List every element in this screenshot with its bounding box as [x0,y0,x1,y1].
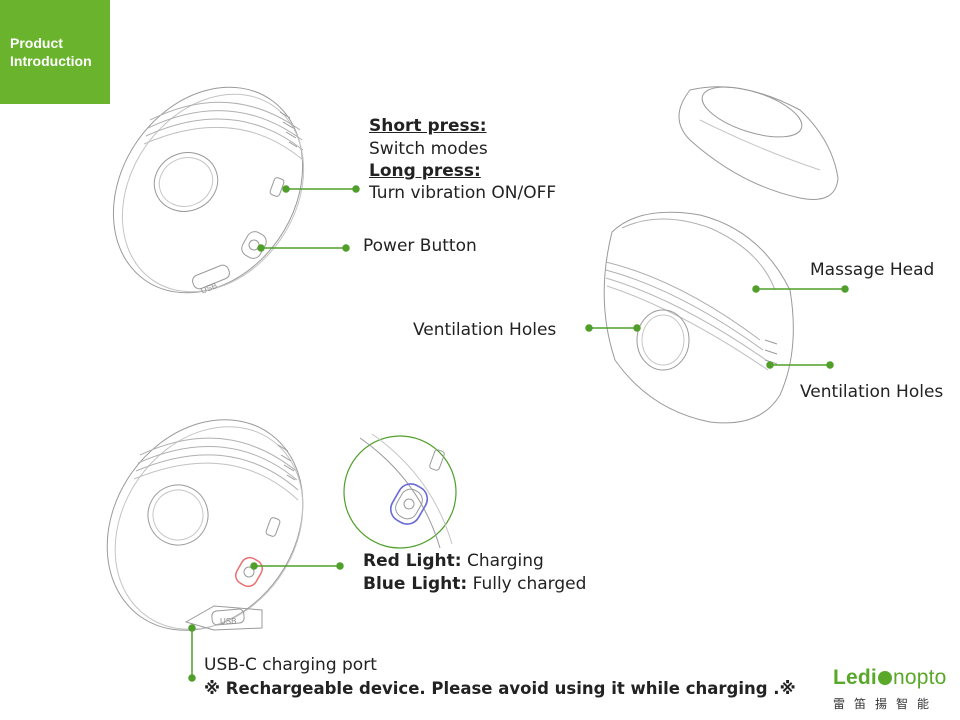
usb-label-device1: USB [200,281,219,296]
zoom-circle-blue-light [343,433,457,549]
brand-logo: Ledi nopto [833,666,947,690]
massage-head-label: Massage Head [810,260,935,280]
red-light-title: Red Light: [363,551,462,571]
red-indicator-light [235,556,263,588]
ventilation-holes-right-label: Ventilation Holes [800,382,944,402]
massage-head-detached [678,86,839,200]
logo-part1: Ledi [833,666,877,689]
power-button-label: Power Button [363,236,477,256]
brand-logo-chinese: 雷笛揚智能 [833,697,939,711]
logo-leaf-icon [877,671,892,685]
red-indicator-button [243,566,255,578]
device-charging-view [106,419,304,631]
short-press-desc: Switch modes [369,139,488,159]
long-press-title: Long press: [369,161,481,181]
callout-press-line [282,185,360,193]
red-light-callout: Red Light: Charging [363,550,544,572]
callout-power-line [257,244,350,252]
callout-massage-head-line [752,285,849,293]
charging-warning: ※ Rechargeable device. Please avoid usin… [204,679,796,698]
short-press-title: Short press: [369,116,487,136]
ventilation-holes-left-label: Ventilation Holes [413,320,557,340]
logo-part2: nopto [892,666,947,689]
long-press-desc: Turn vibration ON/OFF [369,183,557,203]
section-tag-line2: Introduction [10,53,92,69]
blue-light-title: Blue Light: [363,574,468,594]
usb-port-label: USB-C charging port [204,655,377,675]
blue-light-callout: Blue Light: Fully charged [363,573,586,595]
blue-light-desc: Fully charged [467,574,587,594]
section-tag: Product Introduction [0,0,110,104]
callout-usb-line [188,624,196,682]
device-side-view [603,211,794,424]
callout-light-line [250,562,344,570]
red-light-desc: Charging [461,551,544,571]
usb-label-device3: USB [220,617,236,626]
callout-ventilation-right-line [766,361,834,369]
callout-ventilation-left-line [585,324,641,332]
section-tag-line1: Product [10,35,63,51]
